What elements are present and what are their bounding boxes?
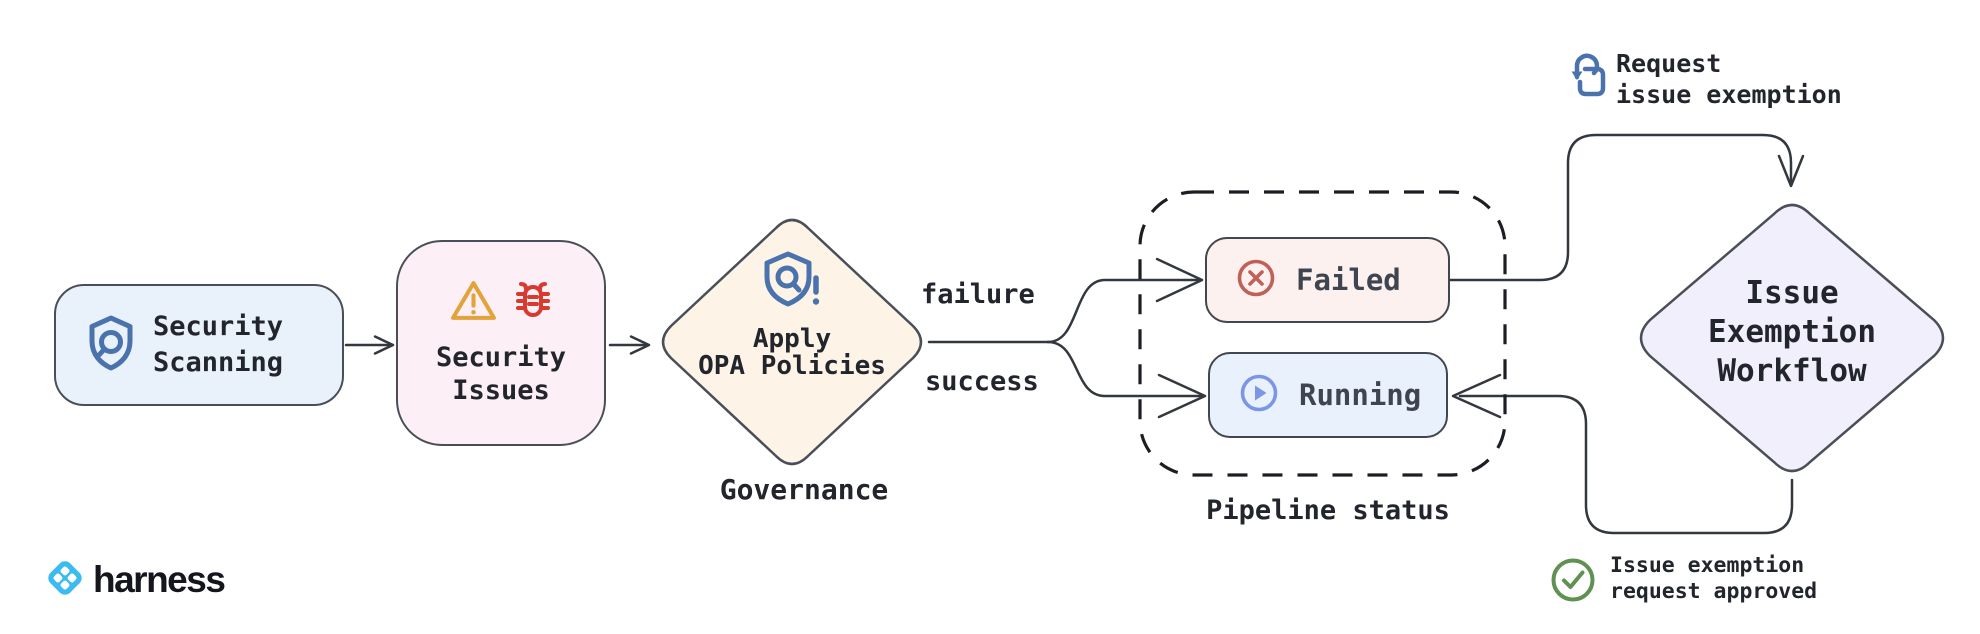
security-scanning-node: Security Scanning (54, 284, 344, 406)
arrowhead-return-into-running (1451, 373, 1502, 419)
apply-opa-label: Apply OPA Policies (698, 324, 886, 381)
exemption-workflow-label: Issue Exemption Workflow (1708, 275, 1876, 389)
circle-check-icon (1550, 557, 1596, 607)
exemption-approved-note: Issue exemption request approved (1610, 553, 1818, 604)
edge-failed-to-exemption (1448, 133, 1793, 282)
tap-gesture-icon (1565, 52, 1607, 102)
security-scanning-label: Security Scanning (153, 311, 284, 378)
security-issues-label: Security Issues (435, 342, 567, 406)
arrowhead-into-exemption (1777, 154, 1805, 188)
security-issues-node: Security Issues (396, 240, 606, 446)
edge-success-branch (1046, 340, 1205, 398)
warning-triangle-icon (450, 279, 497, 326)
edge-failure-branch (1046, 278, 1202, 344)
brand-wordmark: harness (93, 559, 226, 600)
arrowhead-into-running (1157, 373, 1207, 419)
apply-opa-diamond (661, 218, 923, 466)
exemption-workflow-diamond (1639, 203, 1945, 473)
running-label: Running (1299, 378, 1422, 412)
bug-icon (513, 281, 553, 325)
request-exemption-note: Request issue exemption (1616, 49, 1842, 109)
success-edge-label: success (925, 366, 1039, 397)
failed-label: Failed (1296, 263, 1401, 297)
brand-logo: harness (45, 558, 226, 602)
failure-edge-label: failure (921, 279, 1035, 310)
circle-play-icon (1239, 373, 1279, 417)
shield-search-icon (85, 314, 137, 376)
pipeline-status-group (1138, 190, 1507, 477)
edge-exemption-to-running (1458, 394, 1794, 535)
arrowhead-issues-to-opa (629, 335, 651, 355)
circle-x-icon (1236, 258, 1276, 302)
running-status-node: Running (1208, 352, 1448, 438)
arrowhead-scan-to-issues (373, 335, 395, 355)
harness-logo-icon (45, 558, 85, 602)
pipeline-status-caption: Pipeline status (1206, 495, 1450, 526)
arrowhead-into-failed (1155, 257, 1204, 303)
failed-status-node: Failed (1205, 237, 1450, 323)
shield-search-alert-icon (761, 250, 823, 312)
governance-caption: Governance (719, 473, 889, 506)
